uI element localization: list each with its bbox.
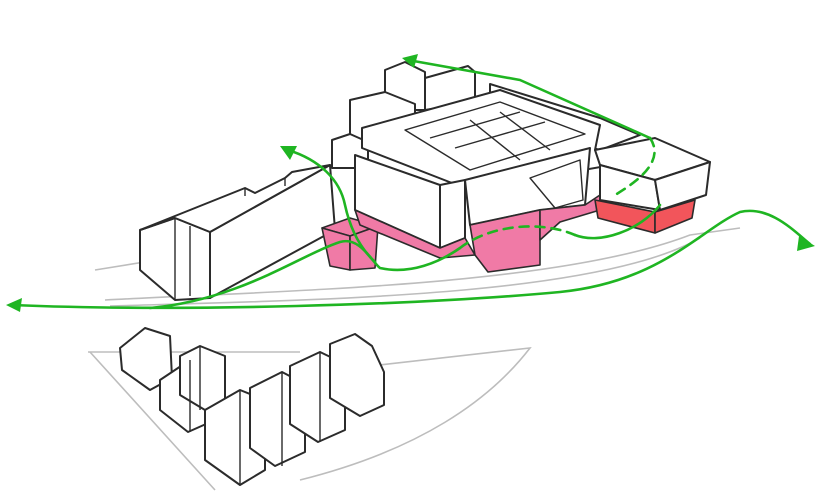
- house-7: [330, 334, 384, 416]
- right-block: [595, 138, 710, 233]
- pink-kiosk-front: [322, 228, 350, 270]
- arrow-head-east: [797, 236, 815, 251]
- long-building: [140, 165, 335, 300]
- main-block-left-side: [440, 180, 465, 248]
- arrow-head-west: [6, 298, 22, 312]
